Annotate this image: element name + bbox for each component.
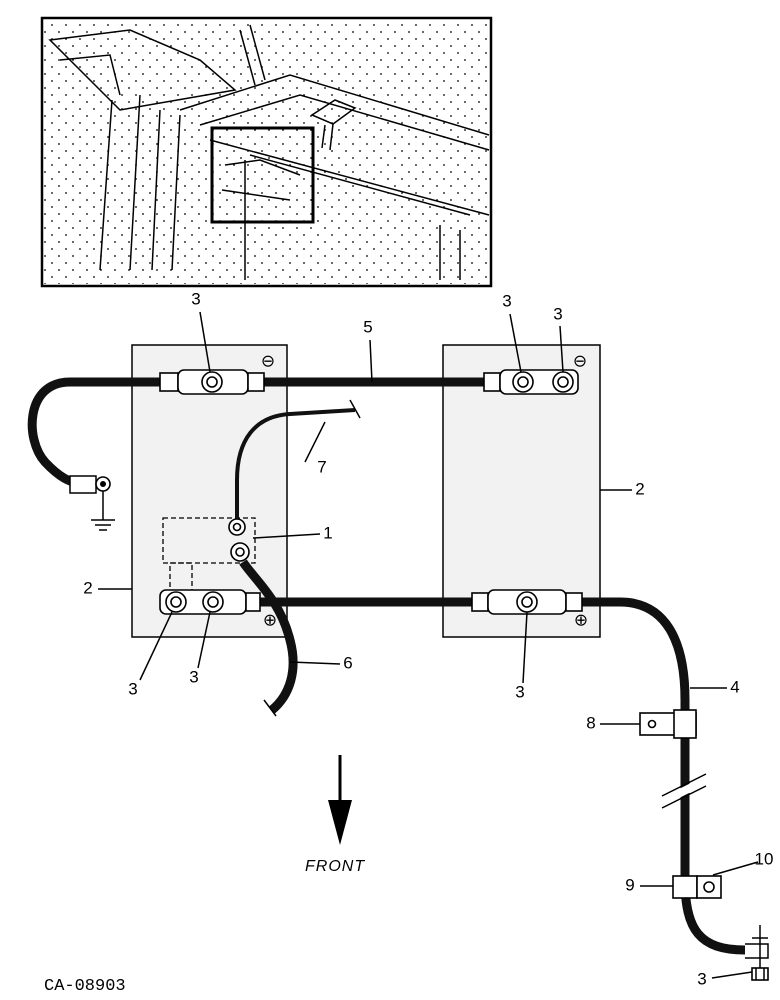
callout-3-e: 3 xyxy=(189,667,198,686)
front-arrow-icon xyxy=(328,755,352,845)
terminal-clamp-left-positive xyxy=(159,589,261,615)
terminal-clamp-left-negative xyxy=(159,369,265,395)
ground-symbol-icon xyxy=(69,475,115,531)
callout-1: 1 xyxy=(323,523,332,542)
terminal-clamp-right-positive xyxy=(471,589,583,615)
callout-3-b: 3 xyxy=(502,291,511,310)
starter-terminal xyxy=(745,925,769,981)
callout-4: 4 xyxy=(730,677,739,696)
component-1-solenoid xyxy=(162,517,256,594)
callout-2-right: 2 xyxy=(635,479,644,498)
ground-cable xyxy=(27,377,165,489)
callout-3-c: 3 xyxy=(553,304,562,323)
negative-mark-left: ⊖ xyxy=(261,351,275,370)
callout-8: 8 xyxy=(586,713,595,732)
negative-mark-right: ⊖ xyxy=(573,351,587,370)
terminal-clamp-right-negative xyxy=(483,369,579,395)
callout-6: 6 xyxy=(343,653,352,672)
inset-view xyxy=(40,16,493,288)
positive-mark-right: ⊕ xyxy=(574,610,588,629)
leader-lines xyxy=(98,311,759,979)
cable-4 xyxy=(580,597,746,955)
positive-mark-left: ⊕ xyxy=(263,610,277,629)
callout-3-d: 3 xyxy=(128,679,137,698)
front-label: FRONT xyxy=(305,858,365,875)
callout-9: 9 xyxy=(625,875,634,894)
clip-9 xyxy=(672,875,722,899)
callout-5: 5 xyxy=(363,317,372,336)
cable-6 xyxy=(239,559,298,714)
callout-3-a: 3 xyxy=(191,289,200,308)
cable-7 xyxy=(235,408,356,520)
callout-2-left: 2 xyxy=(83,578,92,597)
callout-3-f: 3 xyxy=(515,682,524,701)
drawing-code: CA-08903 xyxy=(44,977,126,996)
callout-3-g: 3 xyxy=(697,969,706,988)
callout-10: 10 xyxy=(755,849,774,868)
callout-7: 7 xyxy=(317,457,326,476)
clip-8 xyxy=(639,709,697,739)
